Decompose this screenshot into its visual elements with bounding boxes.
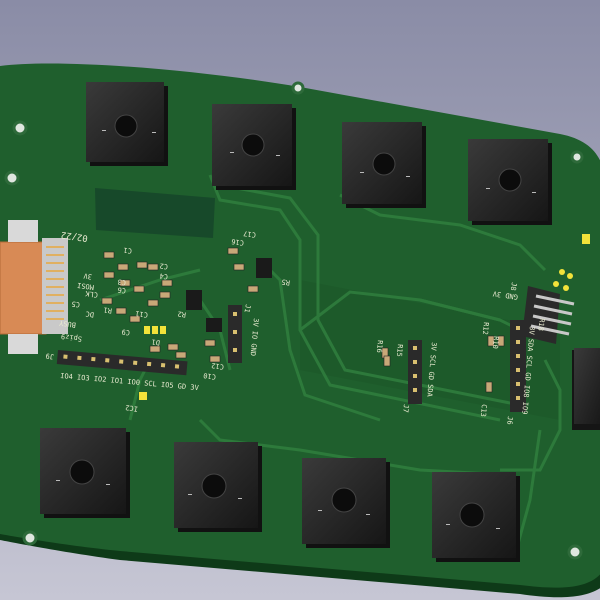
label-c12: C12 (211, 361, 225, 371)
label-c16: C16 (231, 237, 245, 247)
label-j7: J7 (401, 404, 410, 413)
tactile-switch-bottom-4[interactable] (432, 472, 520, 562)
label-c9: C9 (121, 327, 130, 336)
label-c3: C3 (117, 277, 126, 286)
label-c6: C6 (117, 285, 126, 294)
smd-components (101, 247, 505, 393)
label-r10: R10 (491, 336, 500, 349)
tactile-switch-bottom-2[interactable] (174, 442, 262, 532)
label-c13: C13 (479, 404, 488, 417)
label-r18: R18 (536, 318, 546, 332)
tactile-switch-top-4[interactable] (468, 139, 552, 225)
label-c10: C10 (203, 371, 217, 381)
label-c11: C11 (135, 309, 149, 319)
label-j6: J6 (505, 416, 514, 425)
tactile-switch-top-2[interactable] (212, 104, 296, 190)
label-clk: CLK (84, 289, 98, 299)
label-3v-top: 3V (82, 271, 92, 280)
led-indicators (139, 234, 590, 400)
label-c5: C5 (71, 299, 80, 308)
label-c4: C4 (159, 271, 168, 280)
label-c2: C2 (159, 261, 168, 270)
header-bottom-row[interactable] (56, 349, 188, 376)
label-c17: C17 (243, 229, 257, 239)
display-fpc-connector (0, 220, 68, 354)
label-mosi: MOSI (77, 281, 95, 291)
label-j9: J9 (45, 351, 54, 360)
ic-chips (186, 258, 272, 332)
tactile-switch-top-3[interactable] (342, 122, 426, 208)
tactile-switch-bottom-1[interactable] (40, 428, 130, 518)
tactile-switch-side[interactable] (572, 348, 600, 430)
label-r5: R5 (281, 277, 290, 286)
label-r15: R15 (395, 344, 404, 357)
header-j7[interactable] (408, 340, 422, 404)
label-j8-pins: GND 3V (492, 289, 519, 301)
copper-pour-region (300, 280, 560, 420)
label-date: 02/22 (60, 229, 88, 243)
label-r16: R16 (375, 340, 384, 353)
header-j8-angled[interactable] (522, 269, 575, 344)
copper-pour-dark (95, 188, 215, 238)
tactile-switch-bottom-3[interactable] (302, 458, 390, 548)
label-r2: R2 (177, 309, 186, 318)
label-busy: BUSY (58, 318, 77, 328)
label-j1: J1 (243, 304, 252, 314)
copper-traces (99, 174, 562, 556)
label-ic2: IC2 (125, 403, 139, 413)
tactile-switch-top-1[interactable] (86, 82, 168, 166)
label-c1: C1 (123, 246, 132, 255)
mounting-holes (4, 81, 584, 560)
label-d1: D1 (151, 337, 160, 346)
label-sp: Spiz9 (61, 332, 83, 343)
label-r12: R12 (481, 322, 490, 335)
label-j8: J8 (509, 282, 518, 291)
label-j1-pins: 3V IO GND (249, 318, 260, 356)
label-r1: R1 (103, 305, 112, 314)
header-j1[interactable] (228, 305, 242, 363)
header-j6[interactable] (510, 320, 526, 412)
label-dc: DC (85, 309, 94, 318)
